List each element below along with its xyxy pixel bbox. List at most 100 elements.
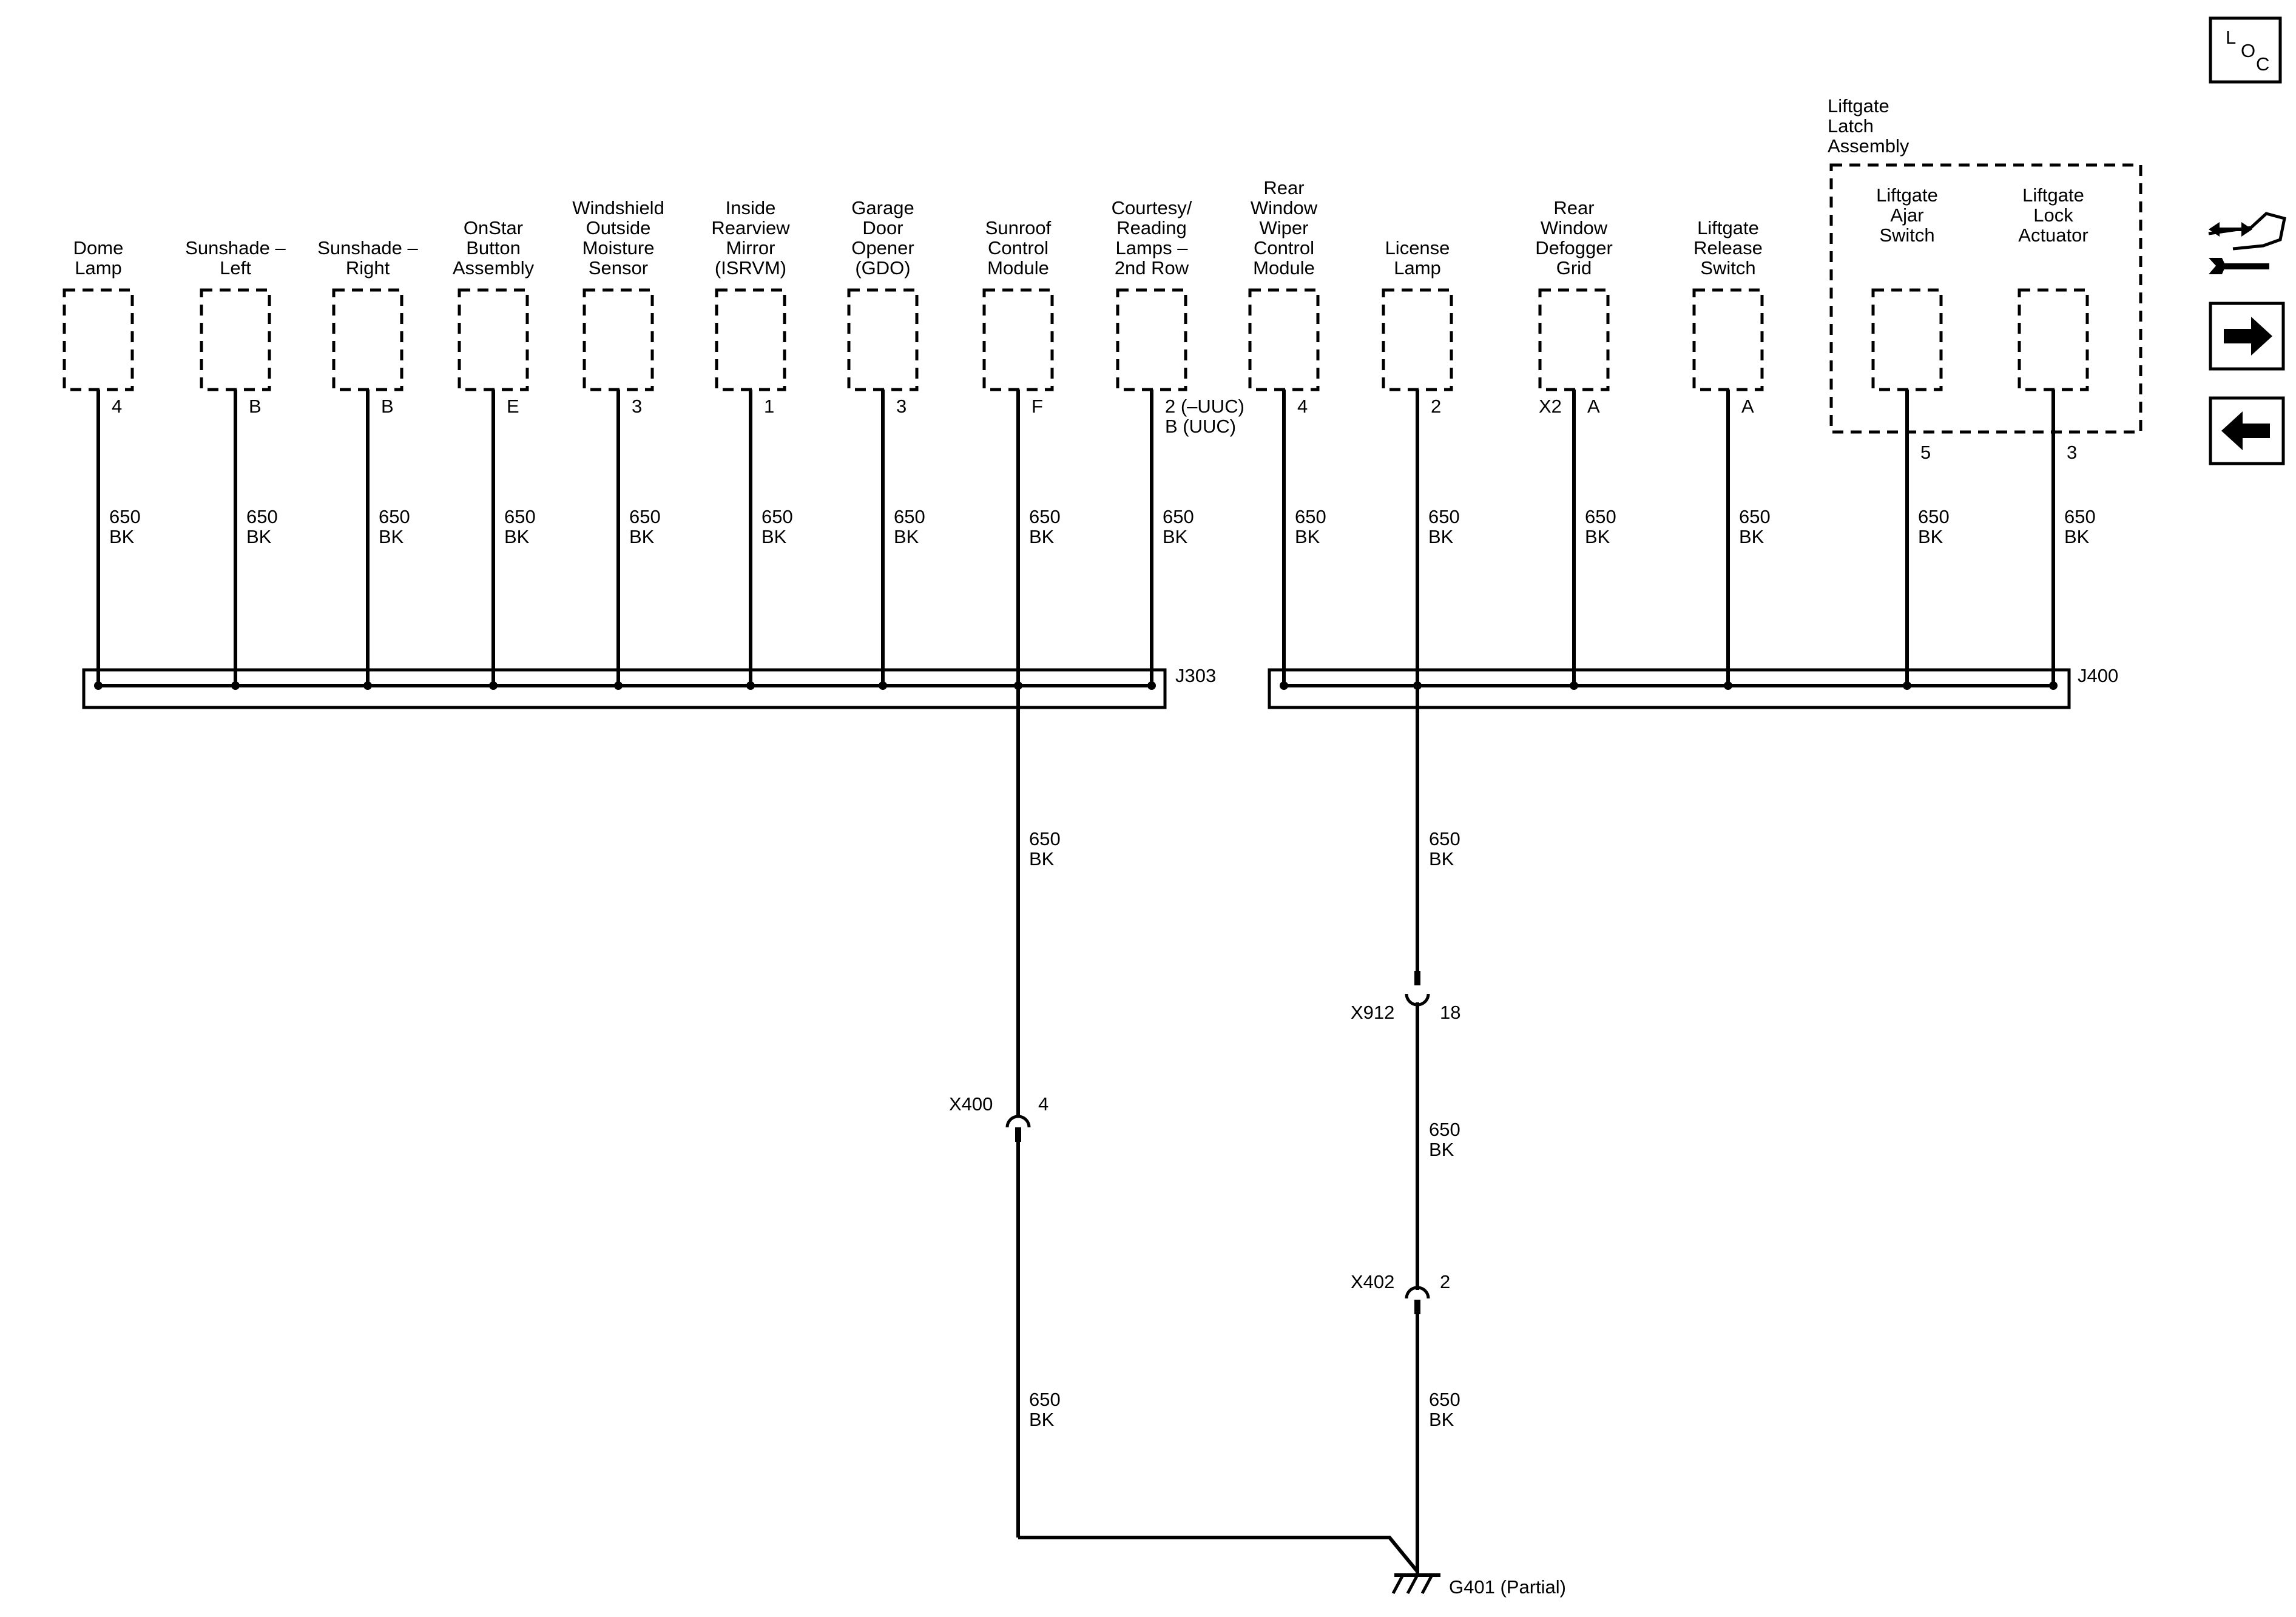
ground-g401: G401 (Partial) — [1391, 1573, 1566, 1598]
wire-label-circuit: 650 — [2064, 506, 2096, 527]
wire-label-color: BK — [1585, 526, 1610, 547]
wire-label-color: BK — [246, 526, 272, 547]
wire-label-circuit: 650 — [761, 506, 793, 527]
wire-label-circuit: 650 — [1163, 506, 1194, 527]
wire-label-color: BK — [109, 526, 135, 547]
wire-label-circuit: 650 — [504, 506, 536, 527]
wire-label-circuit: 650 — [629, 506, 661, 527]
pin-label: 4 — [112, 396, 122, 417]
arrow-right-icon[interactable] — [2209, 302, 2285, 371]
wire-label-circuit: 650 — [1029, 828, 1061, 849]
splice-dot — [1147, 681, 1156, 690]
component-name: Sunshade –Right — [317, 237, 418, 279]
wire-label-color: BK — [1029, 848, 1055, 869]
pin-label: A — [1587, 396, 1600, 417]
wire-label-color: BK — [1029, 1409, 1055, 1430]
inline-connector-x402: X402 2 — [1351, 1271, 1450, 1314]
splice-pack-j303: J303 — [82, 665, 1216, 709]
inline-connector-x400: X400 4 — [949, 1093, 1048, 1142]
component-box — [1538, 288, 1610, 391]
wire-label-color: BK — [761, 526, 787, 547]
pin-label: 4 — [1297, 396, 1308, 417]
wire-label-color: BK — [894, 526, 919, 547]
wire-label-color: BK — [1029, 526, 1055, 547]
wire-label-color: BK — [1429, 848, 1454, 869]
wire-label-color: BK — [2064, 526, 2090, 547]
connector-label-x402: X402 — [1351, 1271, 1394, 1292]
component-box — [582, 288, 654, 391]
pin-label: B — [381, 396, 394, 417]
wire-label-circuit: 650 — [1428, 506, 1460, 527]
inline-connector-x912: X912 18 — [1351, 971, 1460, 1023]
component-box — [715, 288, 786, 391]
pin-label: E — [507, 396, 519, 417]
pin-label: A — [1741, 396, 1754, 417]
connector-pin-x402: 2 — [1440, 1271, 1450, 1292]
wire-label-circuit: 650 — [1029, 506, 1061, 527]
splice-pack-label-j400: J400 — [2078, 665, 2118, 686]
group-box-label: Liftgate Latch Assembly — [1828, 95, 1909, 157]
component-box — [982, 288, 1054, 391]
connector-label-x912: X912 — [1351, 1002, 1394, 1023]
wire-label-circuit: 650 — [1029, 1389, 1061, 1410]
wire-label-color: BK — [1295, 526, 1320, 547]
trunk-wire-right: 650 BK 650 BK 650 BK — [1416, 686, 1460, 1574]
wire-label-circuit: 650 — [1295, 506, 1326, 527]
loc-letter-c: C — [2256, 53, 2269, 75]
wire-label-circuit: 650 — [1918, 506, 1950, 527]
component-box — [847, 288, 919, 391]
pin-label: B — [249, 396, 262, 417]
component-box — [62, 288, 134, 391]
component-name: Sunshade –Left — [185, 237, 286, 279]
component-box — [1116, 288, 1187, 391]
pin-label: 3 — [2067, 442, 2077, 463]
pin-label: 2 — [1431, 396, 1441, 417]
pin-label: 2 (–UUC) — [1165, 396, 1244, 417]
component-box — [458, 288, 529, 391]
wire-label-circuit: 650 — [246, 506, 278, 527]
loc-letter-l: L — [2226, 27, 2236, 48]
component-box — [1871, 288, 1943, 391]
wire-label-circuit: 650 — [379, 506, 410, 527]
connector-label: X2 — [1539, 396, 1562, 417]
connector-pin-x400: 4 — [1038, 1093, 1048, 1115]
component-box — [200, 288, 271, 391]
trunk-wire-left: 650 BK 650 BK — [1016, 686, 1419, 1573]
arrow-left-icon[interactable] — [2209, 396, 2285, 465]
wire-label-color: BK — [629, 526, 655, 547]
loc-letter-o: O — [2241, 40, 2255, 61]
loc-icon[interactable]: L O C — [2209, 16, 2282, 84]
wire-label-color: BK — [1918, 526, 1943, 547]
wire-label-color: BK — [1429, 1409, 1454, 1430]
wire-label-color: BK — [1428, 526, 1454, 547]
pin-label: 3 — [632, 396, 642, 417]
pin-label: B (UUC) — [1165, 416, 1236, 437]
component-box — [1692, 288, 1764, 391]
component-box — [1382, 288, 1453, 391]
component-box — [1248, 288, 1320, 391]
connector-pin-x912: 18 — [1440, 1002, 1460, 1023]
wire-label-color: BK — [1429, 1139, 1454, 1160]
vehicle-wrench-icon[interactable] — [2208, 212, 2286, 274]
ground-label: G401 (Partial) — [1449, 1576, 1566, 1598]
